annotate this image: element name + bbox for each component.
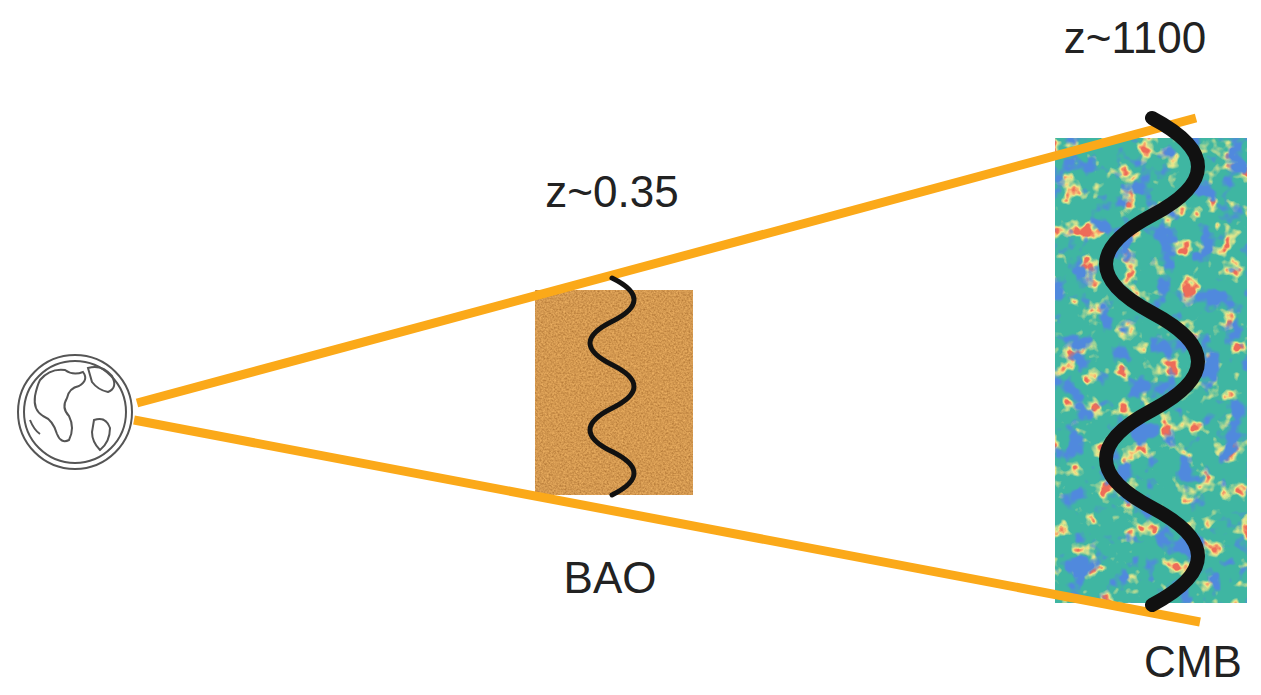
cmb-texture [1055, 138, 1247, 603]
cmb-texture [1055, 138, 1247, 603]
redshift-label: z~1100 [1064, 14, 1206, 62]
sight-line [137, 118, 1196, 403]
cmb-texture [1055, 138, 1247, 603]
cmb-wave [1106, 118, 1198, 605]
sight-line [134, 420, 1200, 622]
cmb-map [1055, 138, 1247, 603]
probe-label: CMB [1144, 638, 1242, 686]
earth-icon [18, 355, 132, 469]
redshift-label: z~0.35 [545, 168, 678, 216]
probe-label: BAO [564, 554, 657, 602]
bao-wave [590, 278, 634, 495]
